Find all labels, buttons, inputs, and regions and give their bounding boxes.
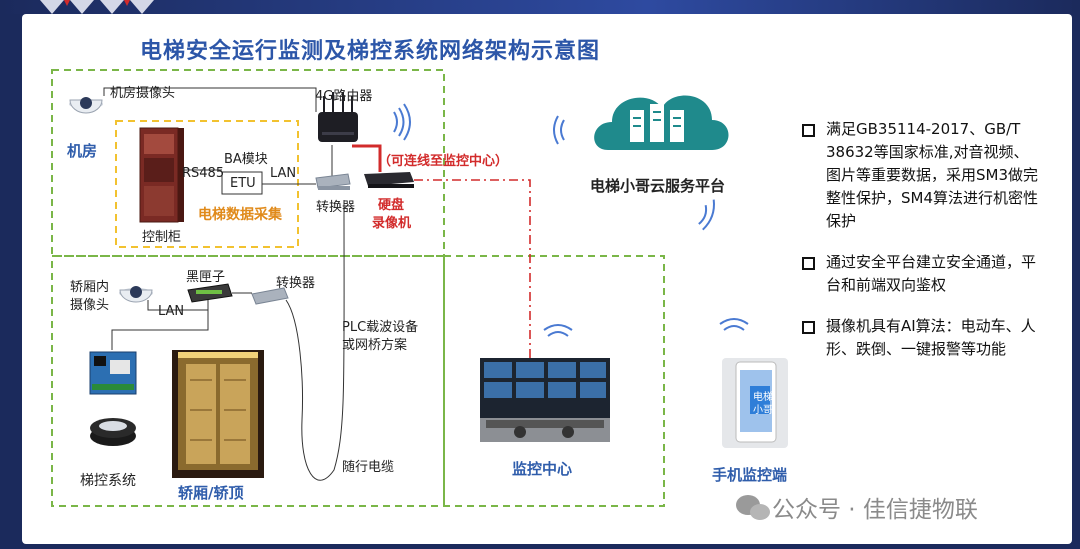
router-icon bbox=[318, 92, 358, 142]
data-collection-label: 电梯数据采集 bbox=[198, 207, 282, 223]
phone-icon bbox=[722, 358, 788, 448]
blackbox-icon bbox=[187, 283, 233, 303]
dvr-red-link bbox=[352, 144, 382, 172]
card-reader-icon bbox=[90, 418, 136, 446]
plc-label-2: 或网桥方案 bbox=[342, 338, 408, 353]
converter-icon bbox=[315, 173, 351, 190]
monitor-link-label: （可连线至监控中心） bbox=[378, 154, 509, 169]
controller-board-icon bbox=[89, 351, 137, 395]
car-camera-icon bbox=[119, 286, 153, 303]
rs485-label: RS485 bbox=[182, 166, 225, 181]
traveling-cable-line bbox=[285, 199, 345, 481]
cloud-label: 电梯小哥云服务平台 bbox=[590, 177, 726, 195]
machine-room-label: 机房 bbox=[67, 142, 98, 160]
car-label: 轿厢/轿顶 bbox=[178, 484, 244, 502]
bullet-text: 通过安全平台建立安全通道，平台和前端双向鉴权 bbox=[826, 253, 1037, 294]
top-band bbox=[0, 0, 1080, 14]
control-cabinet-icon bbox=[139, 127, 184, 223]
checkbox-icon bbox=[802, 321, 815, 334]
machine-lan-label: LAN bbox=[270, 166, 297, 181]
feature-bullets: 满足GB35114-2017、GB/T 38632等国家标准,对音视频、图片等重… bbox=[800, 118, 1040, 379]
router-label: 4G路由器 bbox=[315, 89, 373, 104]
phone-wifi-icon bbox=[719, 318, 749, 331]
car-camera-label-2: 摄像头 bbox=[70, 298, 110, 313]
right-frame-edge bbox=[1072, 0, 1080, 549]
blackbox-to-board-line bbox=[111, 300, 209, 350]
app-text-1: 电梯 bbox=[753, 392, 773, 403]
mobile-label: 手机监控端 bbox=[712, 466, 788, 484]
car-lan-label: LAN bbox=[158, 304, 185, 319]
wechat-icon bbox=[736, 495, 770, 520]
car-converter-icon bbox=[251, 287, 289, 305]
blackbox-label: 黑匣子 bbox=[186, 270, 226, 285]
converter-label: 转换器 bbox=[316, 200, 356, 215]
machine-camera-label: 机房摄像头 bbox=[110, 86, 176, 101]
cloud-wifi-left-icon bbox=[553, 115, 565, 145]
etu-label: ETU bbox=[230, 176, 256, 191]
plc-label-1: PLC载波设备 bbox=[342, 320, 419, 335]
monitor-center-label: 监控中心 bbox=[512, 460, 573, 478]
camera-to-router-line bbox=[103, 87, 317, 112]
bullet-item: 满足GB35114-2017、GB/T 38632等国家标准,对音视频、图片等重… bbox=[800, 118, 1040, 233]
dome-camera-icon bbox=[69, 97, 103, 114]
dvr-to-monitor-link bbox=[414, 179, 531, 358]
logo-decoration-icon bbox=[40, 0, 154, 14]
dvr-icon bbox=[364, 172, 414, 188]
car-region bbox=[51, 255, 445, 507]
bullet-item: 摄像机具有AI算法：电动车、人形、跌倒、一键报警等功能 bbox=[800, 315, 1040, 361]
cable-label: 随行电缆 bbox=[342, 460, 395, 475]
bullet-item: 通过安全平台建立安全通道，平台和前端双向鉴权 bbox=[800, 251, 1040, 297]
cloud-wifi-right-icon bbox=[698, 199, 715, 231]
monitor-wifi-icon bbox=[543, 324, 573, 337]
cabinet-label: 控制柜 bbox=[142, 230, 182, 245]
elevator-control-label: 梯控系统 bbox=[80, 473, 136, 489]
ba-module-label: BA模块 bbox=[224, 152, 268, 167]
checkbox-icon bbox=[802, 257, 815, 270]
monitor-wall-icon bbox=[480, 358, 610, 442]
dvr-label-1: 硬盘 bbox=[378, 198, 405, 213]
bullet-text: 摄像机具有AI算法：电动车、人形、跌倒、一键报警等功能 bbox=[826, 317, 1036, 358]
car-converter-label: 转换器 bbox=[276, 276, 316, 291]
car-camera-label-1: 轿厢内 bbox=[70, 280, 110, 295]
monitor-center-region bbox=[443, 255, 665, 507]
watermark: 公众号 · 佳信捷物联 bbox=[772, 497, 978, 523]
bullet-text: 满足GB35114-2017、GB/T 38632等国家标准,对音视频、图片等重… bbox=[826, 120, 1039, 230]
etu-box bbox=[221, 171, 263, 195]
cloud-server-icon bbox=[594, 95, 729, 150]
app-text-2: 小哥 bbox=[753, 405, 773, 416]
checkbox-icon bbox=[802, 124, 815, 137]
diagram-title: 电梯安全运行监测及梯控系统网络架构示意图 bbox=[140, 39, 601, 64]
dvr-label-2: 录像机 bbox=[372, 216, 412, 231]
elevator-car-icon bbox=[172, 350, 264, 478]
router-wifi-icon bbox=[393, 103, 411, 141]
